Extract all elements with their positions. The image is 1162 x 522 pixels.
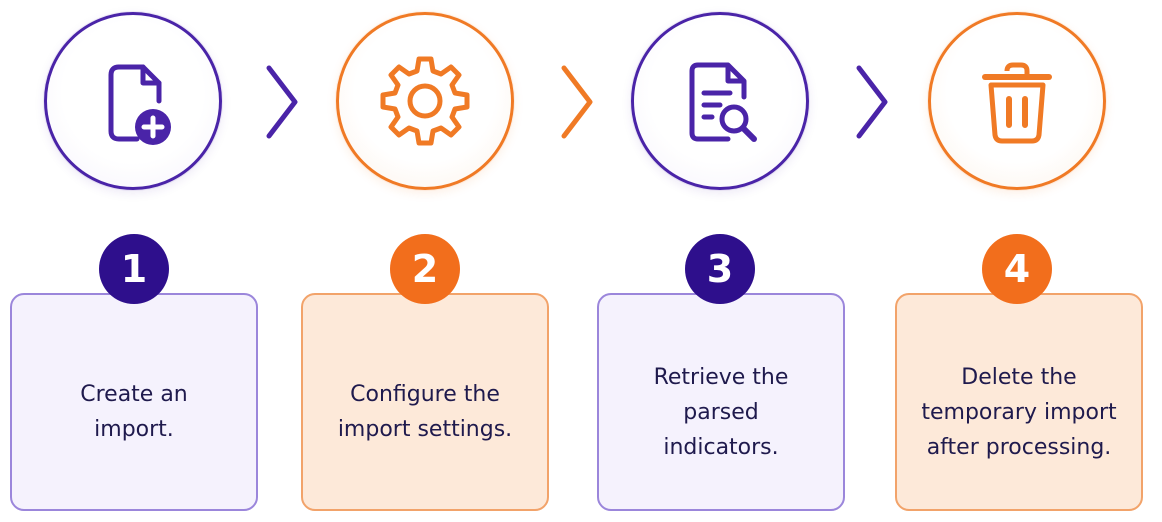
step-4-number-badge: 4 [982, 234, 1052, 304]
chevron-right-icon [856, 65, 888, 139]
file-add-icon [108, 64, 171, 145]
trash-icon [982, 62, 1052, 144]
step-3-card: Retrieve the parsed indicators. [597, 293, 845, 511]
step-4-card: Delete the temporary import after proces… [895, 293, 1143, 511]
step-4-icon-circle [928, 12, 1106, 190]
step-1-number-badge: 1 [99, 234, 169, 304]
gear-icon [380, 56, 470, 146]
step-1-icon-circle [44, 12, 222, 190]
step-2-text: Configure the import settings. [337, 382, 513, 442]
step-3-text: Retrieve the parsed indicators. [653, 364, 789, 460]
chevron-right-icon [561, 65, 593, 139]
document-search-icon [689, 62, 757, 142]
step-3-number-badge: 3 [685, 234, 755, 304]
step-2-number-badge: 2 [390, 234, 460, 304]
chevron-right-icon [266, 65, 298, 139]
step-3-icon-circle [631, 12, 809, 190]
step-2-icon-circle [336, 12, 514, 190]
step-1-card: Create an import. [10, 293, 258, 511]
step-4-text: Delete the temporary import after proces… [921, 364, 1117, 460]
step-2-card: Configure the import settings. [301, 293, 549, 511]
step-1-text: Create an import. [80, 382, 188, 442]
